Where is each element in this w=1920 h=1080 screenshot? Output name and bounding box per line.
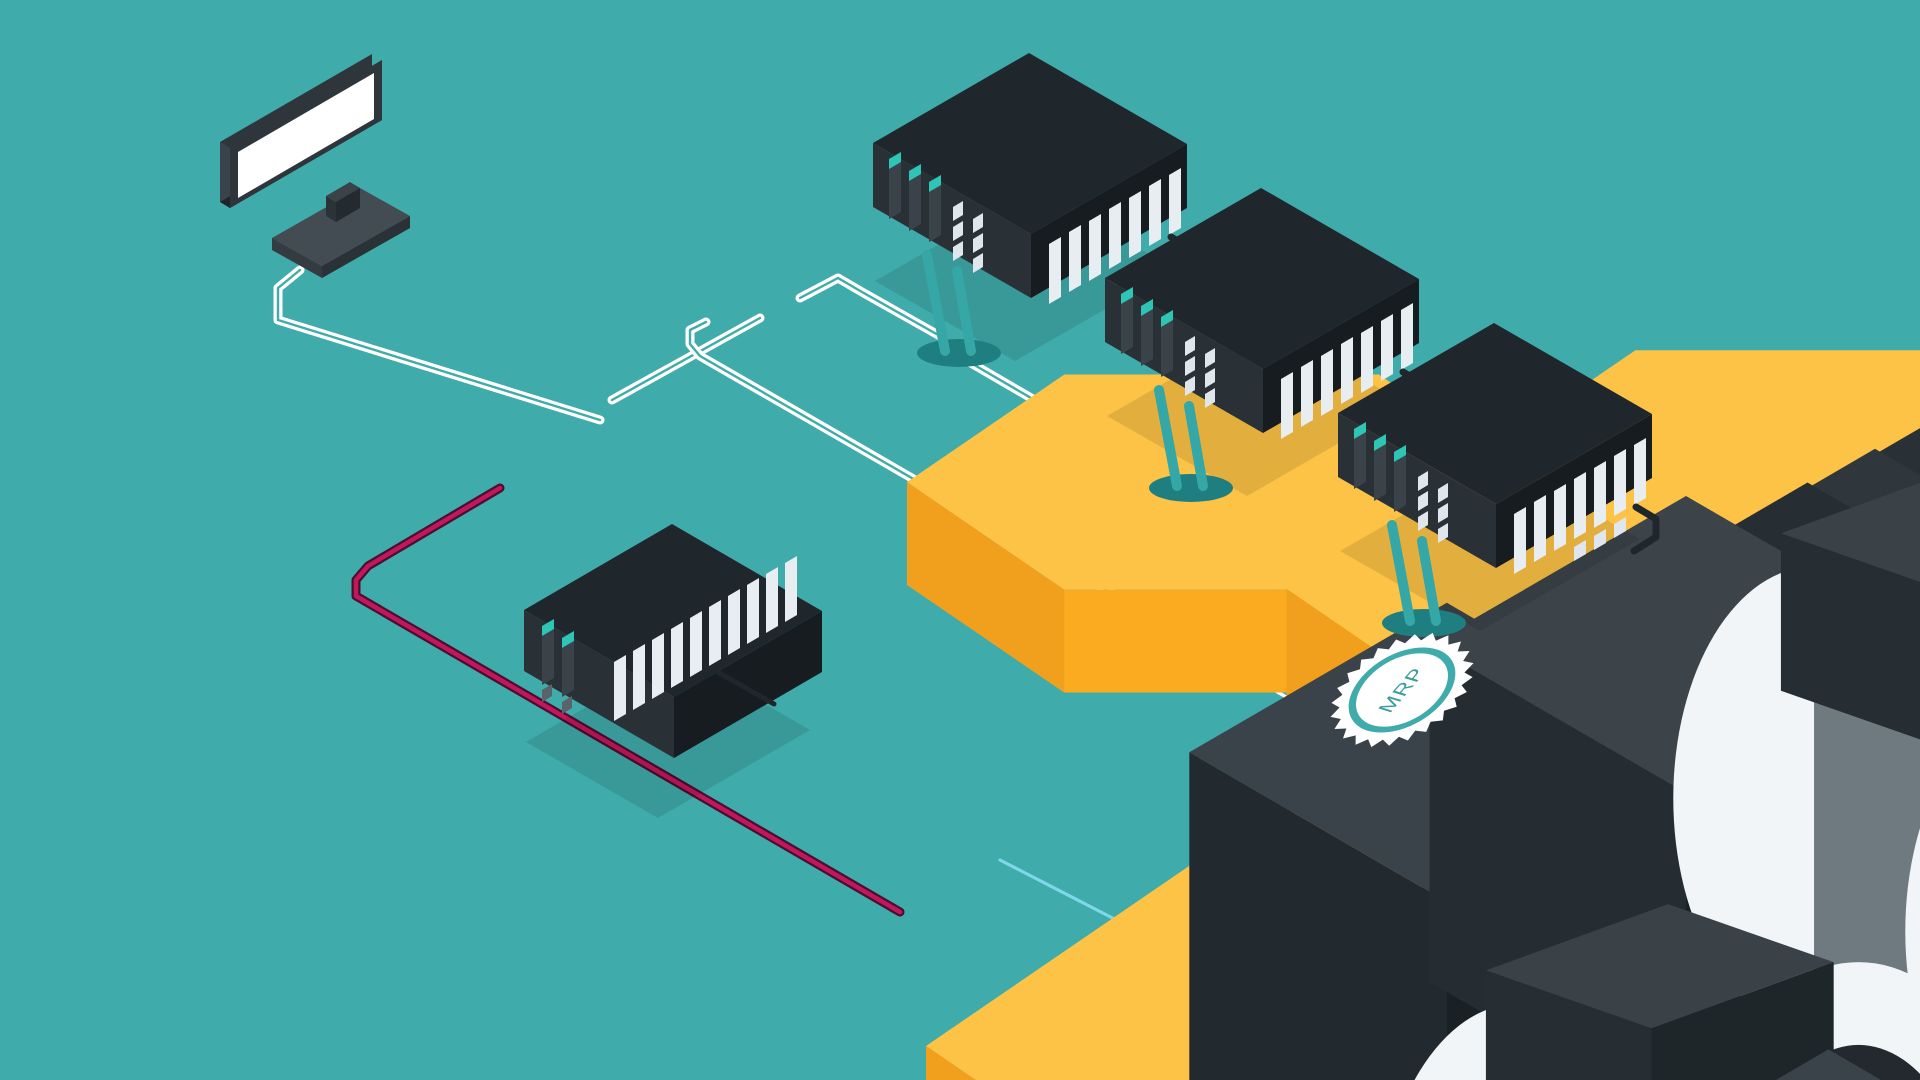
monitor-base bbox=[272, 188, 410, 266]
io-rack-ring-3[interactable] bbox=[1338, 323, 1660, 637]
link-node-drive bbox=[998, 858, 1130, 928]
io-rack-left[interactable] bbox=[524, 524, 822, 818]
io-rack-ring-1[interactable] bbox=[873, 53, 1195, 367]
io-rack-ring-2[interactable] bbox=[1105, 188, 1427, 502]
link-monitor-plc bbox=[273, 265, 605, 425]
teal-drop-cables bbox=[1382, 520, 1466, 637]
mrp-badge[interactable]: MRP bbox=[1310, 609, 1493, 771]
monitor-neck bbox=[326, 182, 360, 202]
teal-drop-cables bbox=[917, 250, 1001, 367]
teal-drop-cables bbox=[1149, 385, 1233, 502]
link-plc-node bbox=[351, 483, 905, 917]
workstation-monitor[interactable] bbox=[220, 54, 410, 278]
link-switch-ring1 bbox=[795, 273, 945, 341]
monitor-screen bbox=[238, 73, 374, 198]
link-plc-switch bbox=[607, 313, 765, 405]
